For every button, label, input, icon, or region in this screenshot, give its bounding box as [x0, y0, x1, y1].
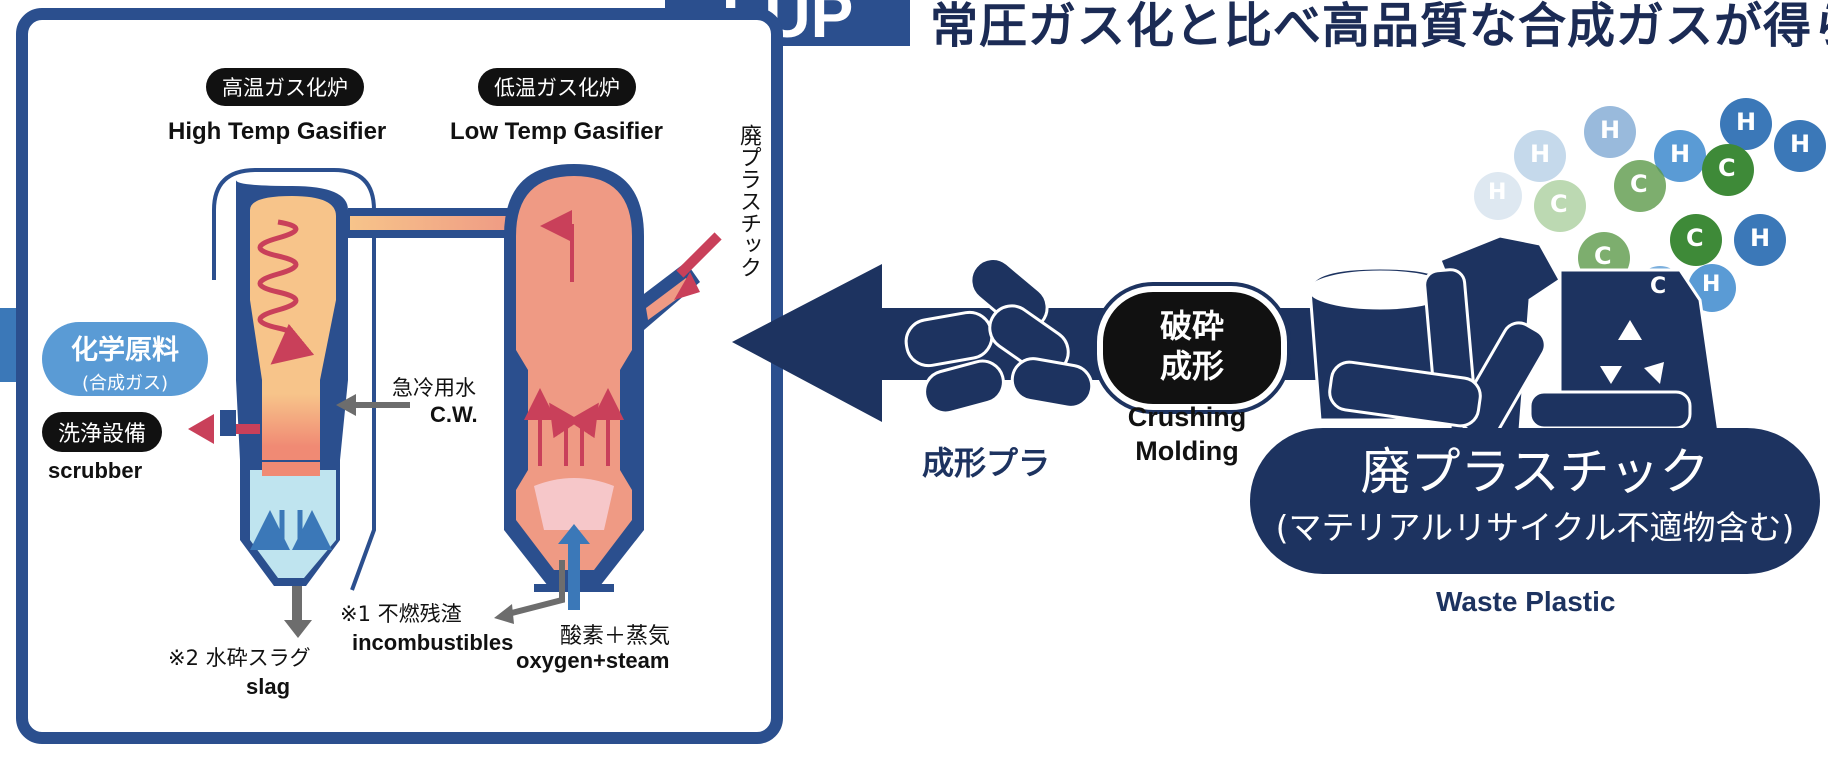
oxygen-label-jp: 酸素＋蒸気: [560, 624, 671, 649]
molecule-c-2: C: [1630, 170, 1648, 198]
crushing-label-line1: 破砕: [1159, 307, 1224, 345]
chemical-label: 化学原料: [71, 335, 179, 366]
molecule-h-7: H: [1750, 224, 1771, 252]
molecule-h-3: H: [1670, 140, 1691, 168]
incombustibles-arrow: [507, 560, 565, 617]
low-temp-leg-right: [592, 570, 598, 590]
waste-plastic-en-label: Waste Plastic: [1436, 586, 1616, 617]
slag-pipe: [292, 586, 302, 626]
molded-plastic-pellets: [904, 257, 1094, 415]
incombustibles-label-en: incombustibles: [352, 630, 514, 655]
molecule-h-6: H: [1488, 180, 1507, 205]
page-title: 常圧ガス化と比べ高品質な合成ガスが得ら: [930, 0, 1828, 54]
cw-arrow-shaft: [354, 402, 410, 408]
waste-plastic-main-label: 廃プラスチック: [1360, 443, 1710, 501]
waste-plastic-sub-label: (マテリアルリサイクル不適物含む): [1275, 508, 1795, 547]
molded-plastic-label: 成形プラ: [922, 444, 1051, 482]
up-arrow-mid-right: [567, 402, 599, 466]
up-arrow-top: [540, 210, 574, 282]
waste-plastic-badge: 廃プラスチック (マテリアルリサイクル不適物含む): [1250, 428, 1820, 574]
scrubber-arrow-shaft: [220, 424, 260, 434]
molecule-h-1: H: [1530, 140, 1551, 168]
chemical-raw-material-badge: 化学原料 (合成ガス): [42, 322, 208, 396]
gasifier-panel: [16, 8, 783, 744]
up-arrow-mid-left: [549, 402, 581, 466]
water-arrow-left: [250, 510, 290, 550]
molecule-c-1: C: [1550, 190, 1568, 218]
low-temp-leg-left: [550, 570, 556, 590]
water-arrow-right: [292, 510, 332, 550]
feed-arrow-head: [674, 272, 700, 300]
scrubber-arrow-head: [188, 414, 214, 444]
molecule-c-5: C: [1594, 242, 1612, 270]
bed-material: [534, 478, 614, 530]
waste-plastic-input-label: 廃プラスチック: [736, 124, 761, 278]
quench-water-label-en: C.W.: [430, 402, 478, 427]
slag-label-en: slag: [246, 674, 291, 699]
swirl-arrow: [257, 219, 315, 365]
oxygen-inlet-head: [558, 524, 590, 544]
low-temp-label-en: Low Temp Gasifier: [450, 118, 663, 145]
crushing-label-en-line1: Crushing: [1127, 402, 1247, 432]
cw-arrow-head: [336, 394, 356, 416]
oxygen-label-en: oxygen+steam: [516, 648, 670, 673]
slag-label-jp: ※2 水砕スラグ: [168, 646, 311, 670]
hot-zone-bottom: [262, 462, 320, 476]
molecule-c-3: C: [1718, 154, 1736, 182]
scrubber-label-jp: 洗浄設備: [42, 412, 163, 452]
chemical-sub-label: (合成ガス): [81, 373, 169, 394]
high-temp-outer-loop-right: [350, 240, 376, 591]
molecule-h-2: H: [1600, 116, 1621, 144]
connecting-pipe-gas: [350, 216, 514, 230]
feed-arrow-shaft: [676, 232, 722, 278]
oxygen-inlet-shaft: [568, 540, 580, 610]
high-temp-label-en: High Temp Gasifier: [168, 118, 387, 145]
low-temp-label-jp: 低温ガス化炉: [478, 68, 636, 106]
quench-water-label-jp: 急冷用水: [392, 376, 476, 400]
scrubber-label-en: scrubber: [48, 458, 143, 483]
molecule-h-4: H: [1736, 108, 1757, 136]
recycle-icon: [1600, 320, 1664, 384]
crushing-label-line2: 成形: [1159, 347, 1224, 385]
crushing-label-en-line2: Molding: [1135, 436, 1239, 466]
incombustibles-arrow-head: [494, 604, 514, 624]
scrubber-outlet-pipe: [220, 410, 236, 436]
molecule-h-8: H: [1702, 272, 1721, 297]
crushing-molding-badge: 破砕 成形: [1097, 286, 1287, 410]
incombustibles-label-jp: ※1 不燃残渣: [340, 602, 462, 626]
molecule-c-6: C: [1650, 274, 1667, 299]
molecule-c-4: C: [1686, 224, 1704, 252]
high-temp-outer-loop: [212, 168, 376, 280]
left-edge-tab: [0, 308, 16, 382]
low-temp-gasifier-inner: [516, 176, 632, 570]
molecule-h-5: H: [1790, 130, 1811, 158]
high-temp-label-jp: 高温ガス化炉: [206, 68, 364, 106]
